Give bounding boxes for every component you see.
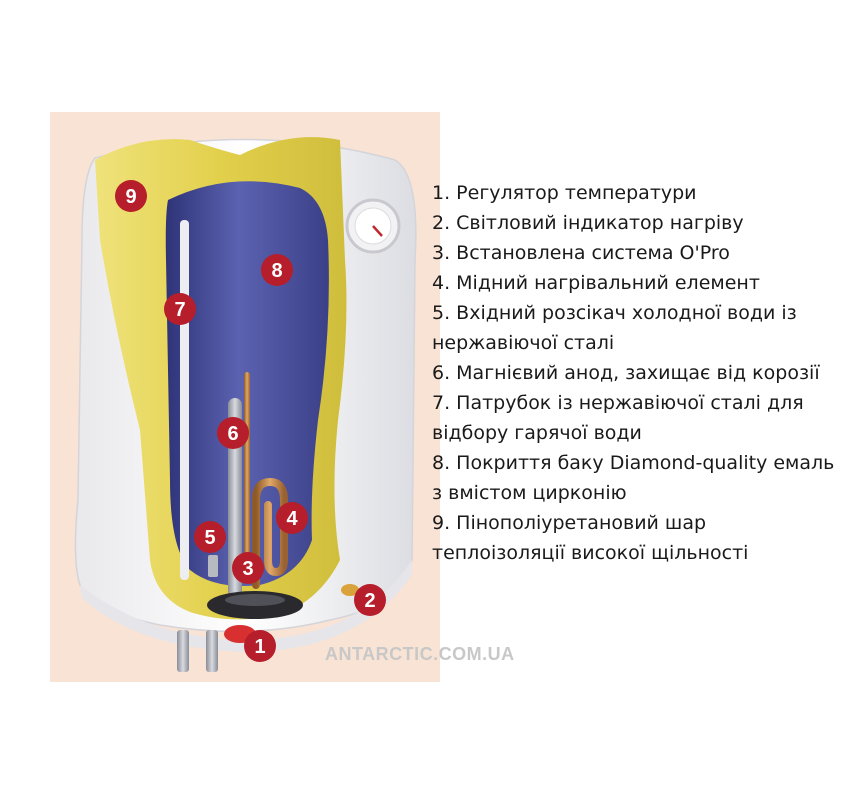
badge-6-number: 6: [227, 423, 238, 445]
badge-5-number: 5: [204, 527, 215, 549]
badge-6: 6: [217, 417, 249, 449]
component-legend: 1. Регулятор температури 2. Світловий ін…: [432, 178, 842, 568]
badge-9-number: 9: [125, 186, 136, 208]
badge-3-number: 3: [242, 558, 253, 580]
badge-9: 9: [115, 180, 147, 212]
indicator-lamp: [341, 584, 359, 596]
badge-1: 1: [244, 630, 276, 662]
legend-item-9: 9. Пінополіуретановий шар теплоізоляції …: [432, 512, 749, 564]
badge-3: 3: [232, 552, 264, 584]
thermometer-dial: [345, 198, 401, 254]
legend-item-5: 5. Вхідний розсікач холодної води із нер…: [432, 302, 797, 354]
legend-item-4: 4. Мідний нагрівальний елемент: [432, 272, 760, 294]
bottom-pipe-left: [177, 630, 189, 672]
legend-item-8: 8. Покриття баку Diamond-quality емаль з…: [432, 452, 835, 504]
legend-item-6: 6. Магнієвий анод, захищає від корозії: [432, 362, 820, 384]
legend-item-3: 3. Встановлена система O'Pro: [432, 242, 730, 264]
cold-water-inlet: [208, 555, 218, 577]
flange-highlight: [225, 594, 285, 606]
badge-2: 2: [354, 584, 386, 616]
badge-4-number: 4: [286, 508, 298, 530]
legend-item-7: 7. Патрубок із нержавіючої сталі для від…: [432, 392, 804, 444]
badge-7-number: 7: [174, 299, 185, 321]
heater-bottom: [80, 560, 412, 652]
badge-2-number: 2: [364, 590, 375, 612]
watermark: ANTARCTIC.COM.UA: [325, 644, 515, 664]
badge-5: 5: [194, 521, 226, 553]
badge-1-number: 1: [254, 636, 265, 658]
hot-water-pipe: [180, 220, 189, 580]
badge-7: 7: [164, 293, 196, 325]
badge-8-number: 8: [271, 260, 282, 282]
legend-item-2: 2. Світловий індикатор нагріву: [432, 212, 744, 234]
badge-8: 8: [261, 254, 293, 286]
badge-4: 4: [276, 502, 308, 534]
bottom-pipe-right: [206, 630, 218, 672]
legend-item-1: 1. Регулятор температури: [432, 182, 697, 204]
